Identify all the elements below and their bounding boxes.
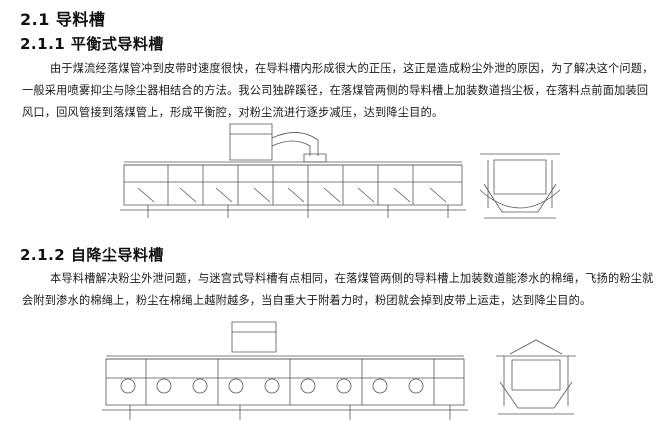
drawing-balanced-chute-side-view: [118, 118, 468, 228]
section-heading: 2.1 导料槽: [20, 10, 106, 29]
drawing-balanced-chute-cross-section: [474, 148, 566, 230]
drawing-self-settling-chute-side-view: [100, 318, 470, 424]
paragraph-self-settling-chute: 本导料槽解决粉尘外泄问题，与迷宫式导料槽有点相同，在落煤管两侧的导料槽上加装数道…: [22, 272, 654, 307]
paragraph-balanced-chute: 由于煤流经落煤管冲到皮带时速度很快，在导料槽内形成很大的正压，这正是造成粉尘外泄…: [22, 62, 654, 119]
subsection-heading-self-settling: 2.1.2 自降尘导料槽: [20, 246, 164, 264]
subsection-heading-balanced: 2.1.1 平衡式导料槽: [20, 35, 164, 53]
drawing-self-settling-chute-cross-section: [490, 336, 582, 420]
